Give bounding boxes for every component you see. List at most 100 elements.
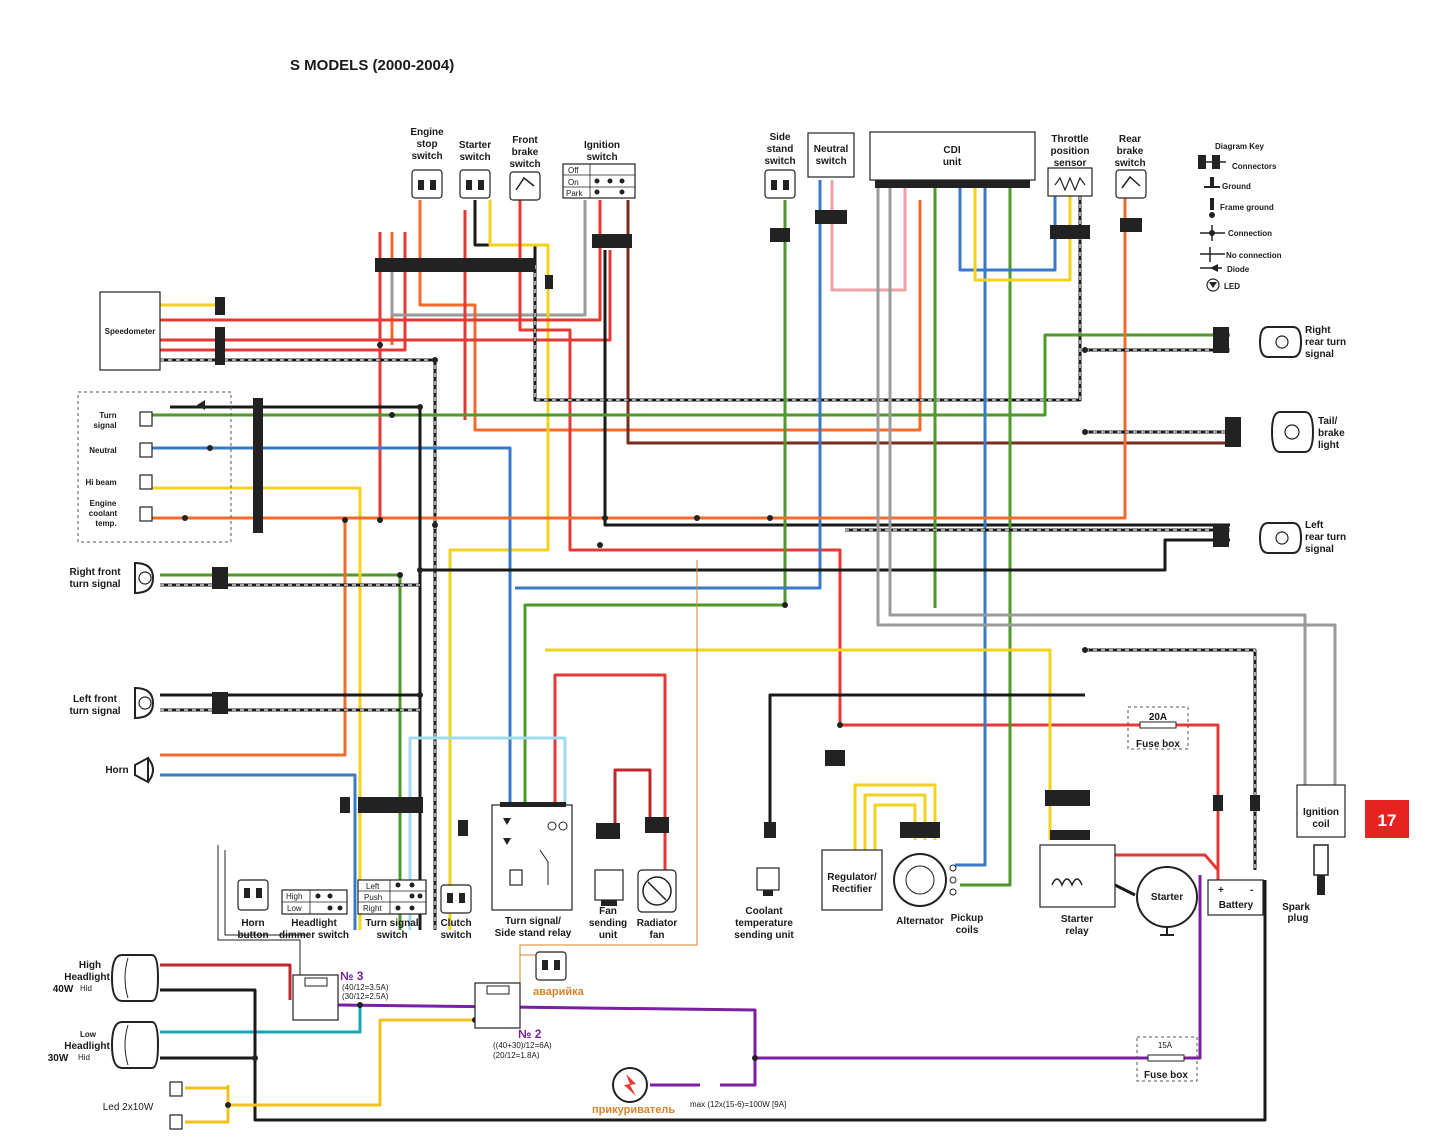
svg-text:Diode: Diode — [1227, 265, 1250, 274]
wire-green-5 — [960, 185, 1012, 887]
cigarette-lighter: прикуриватель max (12x(15-6)=100W [9A] — [592, 1067, 786, 1116]
right-rear-turn-signal: Right rear turn signal — [1258, 325, 1346, 360]
svg-text:switch: switch — [815, 156, 846, 167]
wire-thin-2 — [224, 850, 310, 936]
svg-text:прикуриватель: прикуриватель — [592, 1104, 675, 1116]
svg-text:Spark: Spark — [1282, 902, 1310, 913]
low-headlight: Low Headlight 30W Hid — [48, 1021, 160, 1069]
regulator-rectifier: Regulator/ Rectifier — [821, 849, 883, 911]
connector-clutch — [458, 820, 468, 836]
wire-orange-thin — [519, 560, 698, 985]
turn-signal-side-stand-relay: Turn signal/ Side stand relay — [491, 802, 573, 939]
svg-text:Diagram Key: Diagram Key — [1215, 142, 1264, 151]
wire-thin-1 — [217, 845, 301, 975]
svg-text:Throttle: Throttle — [1051, 134, 1089, 145]
connector-main-harness — [375, 258, 535, 272]
svg-text:Right: Right — [1305, 325, 1331, 336]
wiring-harness — [150, 180, 1337, 1124]
svg-text:relay: relay — [1065, 926, 1089, 937]
high-headlight: High Headlight 40W Hid — [53, 954, 160, 1002]
indicator-cluster: Turn signal Neutral Hi beam Engine coola… — [77, 391, 232, 543]
svg-text:switch: switch — [586, 152, 617, 163]
svg-text:((40+30)/12=6A): ((40+30)/12=6A) — [493, 1041, 552, 1050]
clutch-switch: Clutch switch — [440, 884, 472, 941]
svg-text:temp.: temp. — [95, 519, 116, 528]
ignition-coil: Ignition coil — [1296, 784, 1346, 838]
svg-text:button: button — [237, 930, 268, 941]
wire-black-leftrear — [420, 538, 1230, 572]
svg-text:Front: Front — [512, 135, 538, 146]
svg-text:Coolant: Coolant — [745, 906, 783, 917]
svg-text:turn signal: turn signal — [69, 579, 120, 590]
svg-text:High: High — [79, 960, 101, 971]
left-front-turn-signal: Left front turn signal — [69, 686, 155, 720]
svg-text:Off: Off — [568, 166, 579, 175]
svg-text:Fan: Fan — [599, 906, 617, 917]
connector-tps — [1050, 225, 1090, 239]
svg-text:Horn: Horn — [105, 765, 128, 776]
svg-text:LED: LED — [1224, 282, 1240, 291]
svg-text:№ 3: № 3 — [340, 969, 364, 983]
svg-text:switch: switch — [509, 159, 540, 170]
connector-regulator — [825, 750, 845, 766]
connector-handlebar-2 — [340, 797, 350, 813]
svg-text:Engine: Engine — [410, 127, 444, 138]
connector-starterrelay-2 — [1050, 830, 1090, 840]
engine-stop-switch: Engine stop switch — [410, 127, 444, 199]
svg-text:Tail/: Tail/ — [1318, 416, 1337, 427]
svg-text:Battery: Battery — [1219, 900, 1254, 911]
svg-text:Side stand relay: Side stand relay — [495, 928, 572, 939]
wire-yellow-2 — [545, 648, 1052, 840]
connector-tail — [1225, 417, 1241, 447]
connector-speedo-2 — [215, 327, 225, 365]
svg-text:sending: sending — [589, 918, 627, 929]
svg-text:signal: signal — [93, 421, 116, 430]
wire-mod-led3 — [185, 1100, 230, 1124]
svg-text:Led 2x10W: Led 2x10W — [103, 1102, 154, 1113]
svg-text:Headlight: Headlight — [291, 918, 337, 929]
wire-red-3 — [518, 200, 1220, 880]
wire-gray-coil — [876, 185, 1337, 785]
connector-lfturn — [212, 692, 228, 714]
wire-orange-2 — [418, 200, 922, 432]
wire-mod-led — [226, 1018, 475, 1107]
connector-dash — [253, 398, 263, 533]
svg-text:switch: switch — [411, 151, 442, 162]
neutral-switch: Neutral switch — [807, 132, 855, 178]
wire-purple-1 — [337, 1003, 757, 1087]
hazard-switch: аварийка — [533, 951, 585, 998]
svg-text:№ 2: № 2 — [518, 1027, 542, 1041]
svg-text:signal: signal — [1305, 349, 1334, 360]
relay-2: № 2 ((40+30)/12=6A) (20/12=1.8A) — [474, 982, 552, 1060]
spark-plug: Spark plug — [1282, 844, 1329, 924]
svg-text:аварийка: аварийка — [533, 986, 585, 998]
svg-text:Side: Side — [769, 132, 791, 143]
svg-text:plug: plug — [1287, 913, 1308, 924]
wire-orange-3 — [150, 195, 1127, 520]
svg-text:Speedometer: Speedometer — [105, 327, 156, 336]
connector-neutral — [815, 210, 847, 224]
svg-text:turn signal: turn signal — [69, 706, 120, 717]
svg-text:Neutral: Neutral — [814, 144, 849, 155]
ignition-switch: Ignition switch Off On Park — [562, 140, 636, 199]
starter: Starter — [1136, 866, 1198, 936]
side-stand-switch: Side stand switch — [764, 132, 796, 199]
svg-text:rear turn: rear turn — [1305, 337, 1346, 348]
connector-fansend — [596, 823, 620, 839]
svg-text:30W: 30W — [48, 1053, 69, 1064]
svg-text:rear turn: rear turn — [1305, 532, 1346, 543]
svg-text:Low: Low — [287, 904, 302, 913]
wire-yellow-reg1 — [853, 783, 937, 850]
wire-green-2 — [160, 573, 402, 930]
horn: Horn — [105, 756, 154, 784]
svg-text:(20/12=1.8A): (20/12=1.8A) — [493, 1051, 540, 1060]
right-front-turn-signal: Right front turn signal — [69, 561, 155, 595]
svg-text:Turn signal: Turn signal — [365, 918, 418, 929]
svg-text:Horn: Horn — [241, 918, 264, 929]
wire-lightblue — [408, 736, 567, 930]
radiator-fan: Radiator fan — [637, 869, 677, 941]
wire-yellow-1 — [448, 200, 550, 930]
svg-text:Headlight: Headlight — [64, 972, 110, 983]
connector-ignition — [592, 234, 632, 248]
svg-text:Ignition: Ignition — [1303, 807, 1339, 818]
